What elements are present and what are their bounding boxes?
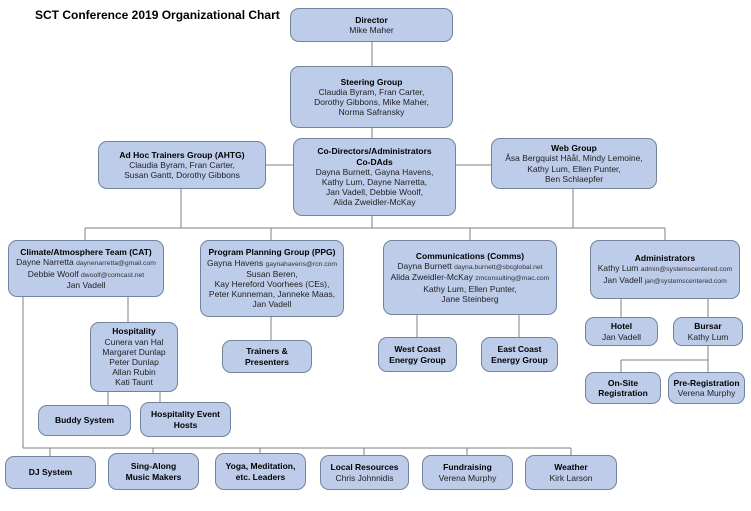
box-members: Åsa Bergquist Hâål, Mindy Lemoine,Kathy … bbox=[505, 153, 643, 184]
box-title: Yoga, Meditation,etc. Leaders bbox=[225, 461, 296, 482]
box-title: Hotel bbox=[610, 321, 633, 332]
box-title: Fundraising bbox=[443, 462, 492, 473]
box-members: Jan Vadell bbox=[601, 331, 642, 342]
org-box-trainers-presenters: Trainers &Presenters bbox=[222, 340, 312, 373]
box-members: Kathy Lum bbox=[687, 331, 729, 342]
box-title: Buddy System bbox=[54, 415, 115, 426]
org-box-hotel: Hotel Jan Vadell bbox=[585, 317, 658, 346]
box-members: Claudia Byram, Fran Carter,Susan Gantt, … bbox=[124, 159, 240, 181]
box-title: Program Planning Group (PPG) bbox=[208, 247, 336, 258]
box-title: Weather bbox=[554, 462, 588, 473]
box-members: Verena Murphy bbox=[677, 388, 736, 398]
org-box-web-group: Web Group Åsa Bergquist Hâål, Mindy Lemo… bbox=[491, 138, 657, 189]
box-title: Administrators bbox=[634, 253, 696, 264]
box-title: Director bbox=[355, 14, 388, 25]
org-box-yoga-meditation-leaders: Yoga, Meditation,etc. Leaders bbox=[215, 453, 306, 490]
box-title: Trainers &Presenters bbox=[245, 346, 289, 367]
box-members: Dayna Burnett dayna.burnett@sbcglobal.ne… bbox=[390, 261, 550, 304]
box-title: Local Resources bbox=[330, 462, 399, 473]
org-box-ad-hoc-trainers-group: Ad Hoc Trainers Group (AHTG) Claudia Byr… bbox=[98, 141, 266, 189]
org-box-dj-system: DJ System bbox=[5, 456, 96, 489]
org-box-pre-registration: Pre-Registration Verena Murphy bbox=[668, 372, 745, 404]
box-title: DJ System bbox=[28, 467, 73, 478]
org-box-administrators: Administrators Kathy Lum admin@systemsce… bbox=[590, 240, 740, 299]
org-box-communications: Communications (Comms) Dayna Burnett day… bbox=[383, 240, 557, 315]
org-box-buddy-system: Buddy System bbox=[38, 405, 131, 436]
org-box-climate-atmosphere-team: Climate/Atmosphere Team (CAT) Dayne Narr… bbox=[8, 240, 164, 297]
box-members: Claudia Byram, Fran Carter,Dorothy Gibbo… bbox=[314, 86, 429, 118]
box-title: Communications (Comms) bbox=[415, 251, 525, 262]
org-box-fundraising: Fundraising Verena Murphy bbox=[422, 455, 513, 490]
box-members: Verena Murphy bbox=[438, 472, 497, 483]
org-box-local-resources: Local Resources Chris Johnnidis bbox=[320, 455, 409, 490]
box-title: Bursar bbox=[694, 321, 722, 332]
box-members: Mike Maher bbox=[349, 25, 394, 35]
box-members: Dayna Burnett, Gayna Havens,Kathy Lum, D… bbox=[315, 166, 434, 208]
box-title: Hospitality bbox=[112, 326, 156, 337]
org-box-director: Director Mike Maher bbox=[290, 8, 453, 42]
box-title: Climate/Atmosphere Team (CAT) bbox=[20, 247, 152, 258]
box-title: Ad Hoc Trainers Group (AHTG) bbox=[119, 149, 245, 160]
org-box-steering-group: Steering Group Claudia Byram, Fran Carte… bbox=[290, 66, 453, 128]
org-box-program-planning-group: Program Planning Group (PPG) Gayna Haven… bbox=[200, 240, 344, 317]
box-members: Kirk Larson bbox=[549, 472, 593, 483]
box-members: Chris Johnnidis bbox=[335, 472, 394, 483]
box-title: Web Group bbox=[551, 143, 597, 154]
org-box-bursar: Bursar Kathy Lum bbox=[673, 317, 743, 346]
box-title: Pre-Registration bbox=[673, 377, 740, 388]
org-box-weather: Weather Kirk Larson bbox=[525, 455, 617, 490]
page-title: SCT Conference 2019 Organizational Chart bbox=[35, 8, 280, 22]
box-title: Steering Group bbox=[340, 76, 403, 87]
